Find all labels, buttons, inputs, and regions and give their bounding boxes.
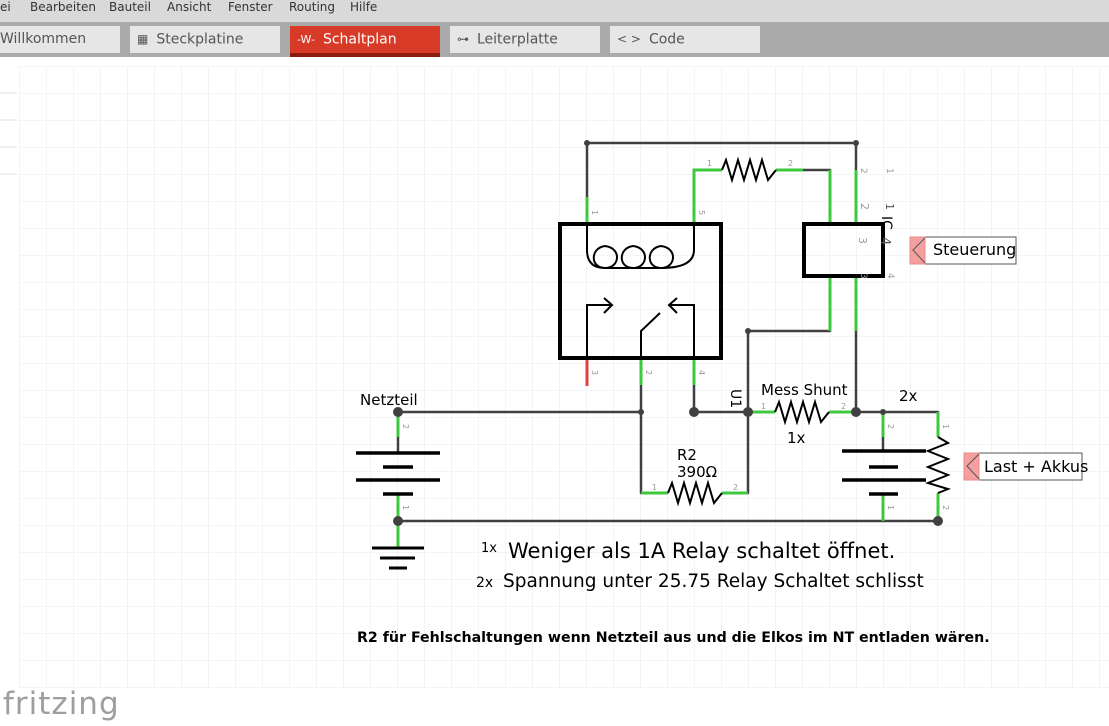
- svg-text:1: 1: [401, 505, 410, 510]
- netzteil-label: Netzteil: [360, 391, 418, 409]
- tab-label: Steckplatine: [156, 31, 244, 48]
- menu-bar: ei Bearbeiten Bauteil Ansicht Fenster Ro…: [0, 0, 1109, 22]
- svg-text:2: 2: [941, 505, 950, 510]
- svg-text:3: 3: [590, 370, 599, 375]
- svg-text:5: 5: [697, 210, 706, 215]
- r2-name-label: R2: [677, 446, 697, 464]
- tab-schaltplan[interactable]: -W- Schaltplan: [290, 26, 440, 57]
- netlabel-last-akkus[interactable]: Last + Akkus: [963, 452, 1088, 481]
- r2-value-label: 390Ω: [677, 463, 717, 481]
- menu-hilfe[interactable]: Hilfe: [350, 0, 378, 14]
- note1-text: Weniger als 1A Relay schaltet öffnet.: [508, 539, 895, 563]
- view-tab-bar: Willkommen ▦ Steckplatine -W- Schaltplan ⊶…: [0, 22, 1109, 57]
- u1-label: U1: [727, 389, 743, 408]
- svg-text:1: 1: [707, 159, 712, 168]
- tab-label: Leiterplatte: [477, 31, 558, 48]
- ic-label: IC: [878, 216, 894, 230]
- tab-code[interactable]: < > Code: [610, 26, 760, 53]
- netlabel-text: Last + Akkus: [984, 457, 1088, 476]
- battery-netzteil[interactable]: [356, 451, 440, 496]
- tab-label: Code: [648, 31, 685, 48]
- menu-datei[interactable]: ei: [0, 0, 11, 14]
- resistor-top[interactable]: [721, 156, 777, 184]
- pcb-icon: ⊶: [457, 32, 469, 46]
- ic-chip[interactable]: [802, 222, 885, 278]
- schematic-svg[interactable]: Steuerung Last + Akkus 1 5 3 2 4 1 2 2 1…: [0, 57, 1109, 688]
- note2-text: Spannung unter 25.75 Relay Schaltet schl…: [503, 571, 924, 592]
- left-ruler-marks: [0, 92, 17, 175]
- svg-text:4: 4: [697, 370, 706, 375]
- junctions: [393, 140, 943, 526]
- breadboard-icon: ▦: [137, 32, 149, 46]
- svg-text:2: 2: [401, 424, 410, 429]
- svg-text:1: 1: [886, 505, 895, 510]
- resistor-r2[interactable]: [667, 479, 723, 507]
- svg-text:1: 1: [883, 203, 896, 210]
- menu-bearbeiten[interactable]: Bearbeiten: [30, 0, 96, 14]
- svg-text:1: 1: [652, 483, 657, 492]
- shunt-multiplier: 1x: [787, 429, 806, 447]
- svg-text:1: 1: [884, 168, 894, 174]
- grid: [19, 66, 1109, 688]
- svg-text:4: 4: [885, 273, 895, 279]
- shunt-label: Mess Shunt: [761, 381, 848, 399]
- fritzing-logo: fritzing: [3, 686, 120, 722]
- note1-prefix: 1x: [481, 541, 497, 556]
- netlabel-text: Steuerung: [933, 240, 1016, 259]
- svg-text:2: 2: [644, 370, 653, 375]
- tab-steckplatine[interactable]: ▦ Steckplatine: [130, 26, 280, 53]
- menu-routing[interactable]: Routing: [289, 0, 336, 14]
- ic-pin4-label: 4: [877, 237, 892, 245]
- schematic-canvas[interactable]: Steuerung Last + Akkus 1 5 3 2 4 1 2 2 1…: [0, 57, 1109, 688]
- tab-leiterplatte[interactable]: ⊶ Leiterplatte: [450, 26, 600, 53]
- pin-numbers: 1 5 3 2 4 1 2 2 1 2 1 3 3 4 1 2 1 2 2 1 …: [401, 159, 950, 510]
- tab-label: Willkommen: [0, 31, 87, 47]
- svg-text:3: 3: [856, 237, 869, 244]
- tab-willkommen[interactable]: Willkommen: [0, 26, 120, 53]
- menu-ansicht[interactable]: Ansicht: [167, 0, 212, 14]
- svg-text:1: 1: [941, 424, 950, 429]
- svg-text:3: 3: [858, 273, 868, 279]
- code-icon: < >: [617, 32, 641, 46]
- svg-text:2: 2: [858, 168, 868, 174]
- shunt-resistor[interactable]: [774, 398, 830, 426]
- battery-akkus[interactable]: [842, 449, 926, 496]
- svg-text:1: 1: [590, 210, 599, 215]
- note2-prefix: 2x: [476, 575, 493, 591]
- svg-text:2: 2: [733, 483, 738, 492]
- relay[interactable]: [558, 222, 723, 360]
- menu-fenster[interactable]: Fenster: [228, 0, 273, 14]
- netlabel-steuerung[interactable]: Steuerung: [909, 236, 1017, 265]
- load-multiplier: 2x: [899, 387, 918, 405]
- ground-symbol: [372, 546, 424, 570]
- schematic-icon: -W-: [297, 33, 315, 46]
- load-resistor[interactable]: [924, 436, 952, 494]
- svg-text:2: 2: [841, 402, 846, 411]
- svg-text:2: 2: [788, 159, 793, 168]
- tab-label: Schaltplan: [322, 31, 397, 48]
- footer: [0, 688, 1109, 726]
- svg-text:2: 2: [858, 203, 871, 210]
- svg-text:1: 1: [761, 402, 766, 411]
- menu-bauteil[interactable]: Bauteil: [109, 0, 151, 14]
- note3-text: R2 für Fehlschaltungen wenn Netzteil aus…: [357, 630, 990, 646]
- svg-text:2: 2: [886, 424, 895, 429]
